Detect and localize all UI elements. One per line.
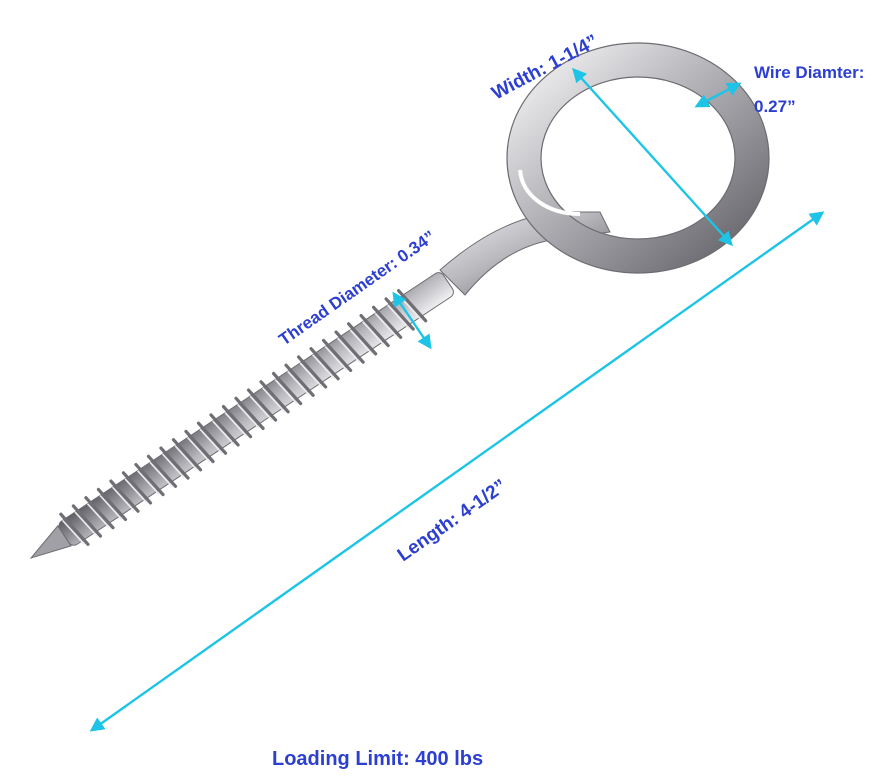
dimension-arrows: [89, 67, 825, 732]
length-label: Length: 4-1/2”: [394, 476, 511, 566]
screw-thread-shank: [29, 272, 454, 559]
wire-diameter-arrow: [694, 82, 742, 108]
wire-diameter-value: 0.27”: [754, 97, 796, 116]
length-arrow: [89, 211, 825, 732]
thread-highlight: [61, 519, 85, 545]
thread-ridge: [59, 512, 90, 546]
loading-limit-caption: Loading Limit: 400 lbs: [272, 748, 484, 770]
width-arrow: [572, 67, 733, 247]
thread-diameter-arrow: [392, 291, 432, 350]
wire-diameter-title: Wire Diamter:: [754, 63, 864, 82]
